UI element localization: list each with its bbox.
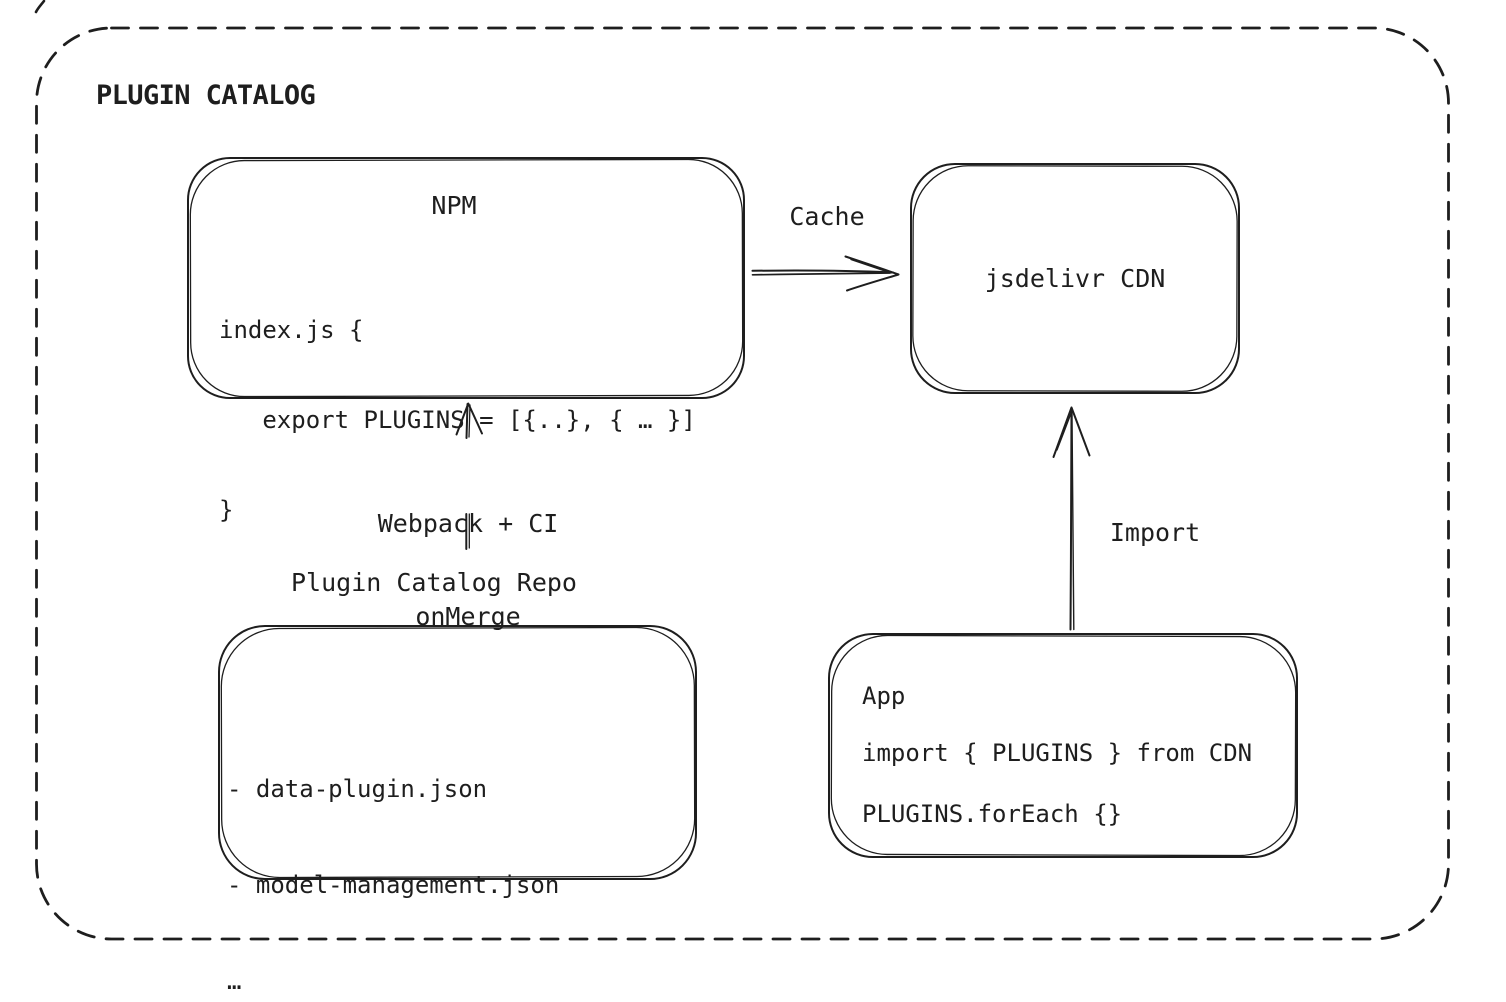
npm-node-box[interactable] xyxy=(187,157,745,399)
file-item: - model-management.json xyxy=(227,871,560,899)
app-node-box[interactable] xyxy=(828,633,1298,858)
import-arrow-label: Import xyxy=(1109,518,1201,547)
code-line: export PLUGINS = [{..}, { … }] xyxy=(219,406,696,434)
cache-arrow-label: Cache xyxy=(789,202,865,231)
repo-file-list: - data-plugin.json - model-management.js… xyxy=(227,709,559,1002)
build-arrow-label-line1: Webpack + CI xyxy=(377,509,559,538)
cdn-node-title: jsdelivr CDN xyxy=(984,264,1166,293)
build-arrow-label: Webpack + CI onMerge xyxy=(378,446,559,694)
cdn-node-box[interactable] xyxy=(910,163,1240,394)
app-code-line-1: import { PLUGINS } from CDN xyxy=(862,739,1253,767)
repo-node-box[interactable] xyxy=(218,625,697,880)
code-line: } xyxy=(219,496,234,524)
app-code-line-2: PLUGINS.forEach {} xyxy=(862,800,1123,828)
import-arrow[interactable] xyxy=(1052,406,1091,631)
code-line: index.js { xyxy=(219,316,364,344)
npm-node-title: NPM xyxy=(431,191,477,220)
cache-arrow[interactable] xyxy=(751,255,900,292)
catalog-title: PLUGIN CATALOG xyxy=(96,80,316,111)
file-item: … xyxy=(227,967,242,995)
build-arrow-label-line2: onMerge xyxy=(415,602,521,631)
npm-code: index.js { export PLUGINS = [{..}, { … }… xyxy=(219,255,696,585)
catalog-boundary-shape[interactable] xyxy=(34,0,1450,941)
file-item: - data-plugin.json xyxy=(227,775,488,803)
repo-node-label: Plugin Catalog Repo xyxy=(291,568,577,597)
app-node-title: App xyxy=(862,682,906,710)
build-arrow[interactable] xyxy=(455,402,483,550)
